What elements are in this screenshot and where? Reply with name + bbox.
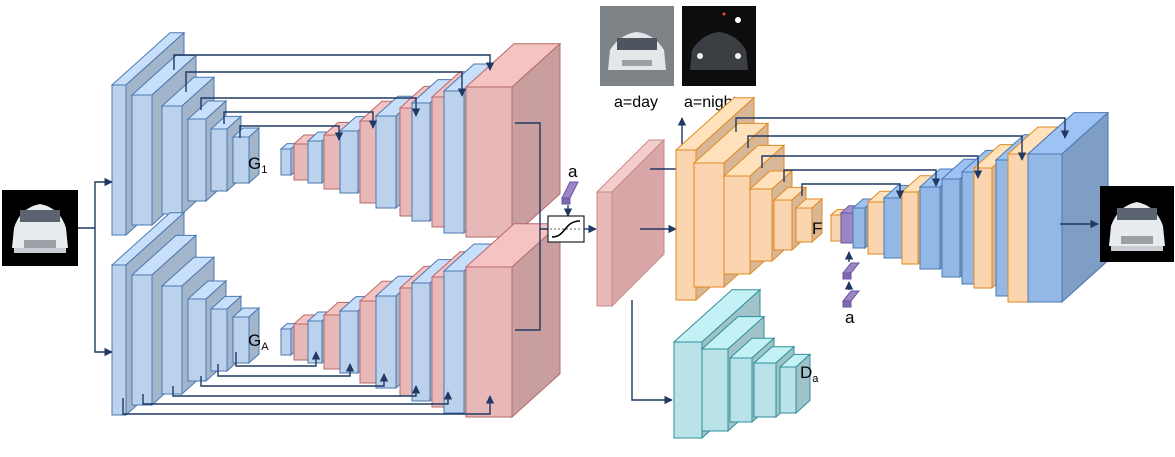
f-enc-2-front xyxy=(723,175,751,275)
input-arrows xyxy=(78,177,113,357)
f-network xyxy=(674,96,1110,304)
ga-enc-2-front xyxy=(161,285,183,395)
f-dec-4-front xyxy=(883,197,903,259)
da-0-front xyxy=(673,341,703,439)
day-image xyxy=(600,6,674,86)
svg-text:a: a xyxy=(845,308,855,327)
f-dec-8-front xyxy=(961,171,975,285)
f-dec-3-front xyxy=(867,201,885,255)
da-1-front xyxy=(701,348,729,432)
night-image xyxy=(682,6,756,86)
merge-arrows xyxy=(515,122,548,331)
da-network xyxy=(672,288,812,440)
g1-dec-11 xyxy=(464,42,562,239)
g1-skip-connections xyxy=(173,54,495,141)
g1-enc-5-front xyxy=(232,136,250,184)
ga-enc-3-front xyxy=(187,298,207,382)
ga-dec-11-front xyxy=(465,266,513,418)
ga-network xyxy=(110,211,562,419)
g1-dec-2-front xyxy=(307,140,323,184)
g1-enc-2-front xyxy=(161,105,183,215)
g1-dec-7-front xyxy=(399,107,413,217)
f-enc-5 xyxy=(794,197,824,244)
attribute-vector-top: a xyxy=(561,162,579,217)
g1-dec-11-front xyxy=(465,86,513,238)
da-3-front xyxy=(753,362,777,418)
input-car-image xyxy=(2,190,78,266)
f-dec-5-front xyxy=(901,191,919,265)
ga-enc-0-front xyxy=(111,264,127,416)
f-enc-3-front xyxy=(749,188,773,262)
ga-dec-1-front xyxy=(293,323,309,361)
da-label: Da xyxy=(800,363,819,385)
da-4-front xyxy=(779,366,797,414)
f-skip-connections xyxy=(735,117,1070,199)
f-dec-7-front xyxy=(941,178,961,278)
g1-enc-1-front xyxy=(131,94,153,226)
ga-dec-10-front xyxy=(443,270,465,414)
shared-feature-map xyxy=(595,138,666,308)
g1-dec-3-front xyxy=(323,134,341,190)
ga-enc-1-front xyxy=(131,274,153,406)
f-enc-5-front xyxy=(795,207,813,243)
ga-label: GA xyxy=(248,331,269,353)
ga-dec-3-front xyxy=(323,314,341,370)
output-car-image xyxy=(1100,186,1174,262)
g1-enc-0-front xyxy=(111,84,127,236)
g1-dec-10-front xyxy=(443,90,465,234)
f-label: F xyxy=(812,219,822,238)
g1-dec-8-front xyxy=(411,102,431,222)
g1-label: G1 xyxy=(248,154,267,176)
f-dec-12-front xyxy=(1027,153,1063,303)
g1-network xyxy=(110,31,562,239)
ga-enc-5-front xyxy=(232,316,250,364)
sigmoid-gate-icon xyxy=(547,215,597,243)
attribute-vector-bottom: a xyxy=(841,251,861,327)
g1-enc-4-front xyxy=(210,128,228,192)
f-dec-2-front xyxy=(852,207,866,249)
da-4 xyxy=(778,353,812,415)
g1-enc-5 xyxy=(231,126,261,185)
ga-dec-7-front xyxy=(399,287,413,397)
g1-dec-5-front xyxy=(359,120,377,204)
ga-dec-5-front xyxy=(359,300,377,384)
f-dec-6-front xyxy=(919,186,941,270)
ga-dec-11 xyxy=(464,222,562,419)
g1-dec-4-front xyxy=(339,130,359,194)
ga-enc-5 xyxy=(231,306,261,365)
ga-dec-6-front xyxy=(375,295,397,389)
ga-enc-4-front xyxy=(210,308,228,372)
ga-dec-4-front xyxy=(339,310,359,374)
g1-dec-1-front xyxy=(293,143,309,181)
g1-enc-3-front xyxy=(187,118,207,202)
f-dec-11-front xyxy=(1007,153,1029,303)
day-caption: a=day xyxy=(614,94,658,111)
svg-text:a: a xyxy=(568,162,578,181)
f-enc-1-front xyxy=(693,162,725,288)
f-dec-9-front xyxy=(973,167,993,289)
da-2-front xyxy=(729,357,753,423)
f-enc-0-front xyxy=(675,149,697,301)
ga-dec-2-front xyxy=(307,320,323,364)
ga-skip-connections xyxy=(122,351,495,415)
f-dec-1-front xyxy=(840,212,854,244)
ga-dec-8-front xyxy=(411,282,431,402)
f-enc-4-front xyxy=(773,199,793,251)
g1-dec-0-front xyxy=(280,148,292,176)
ga-dec-0-front xyxy=(280,328,292,356)
g1-dec-6-front xyxy=(375,115,397,209)
f-dec-12 xyxy=(1026,111,1110,304)
